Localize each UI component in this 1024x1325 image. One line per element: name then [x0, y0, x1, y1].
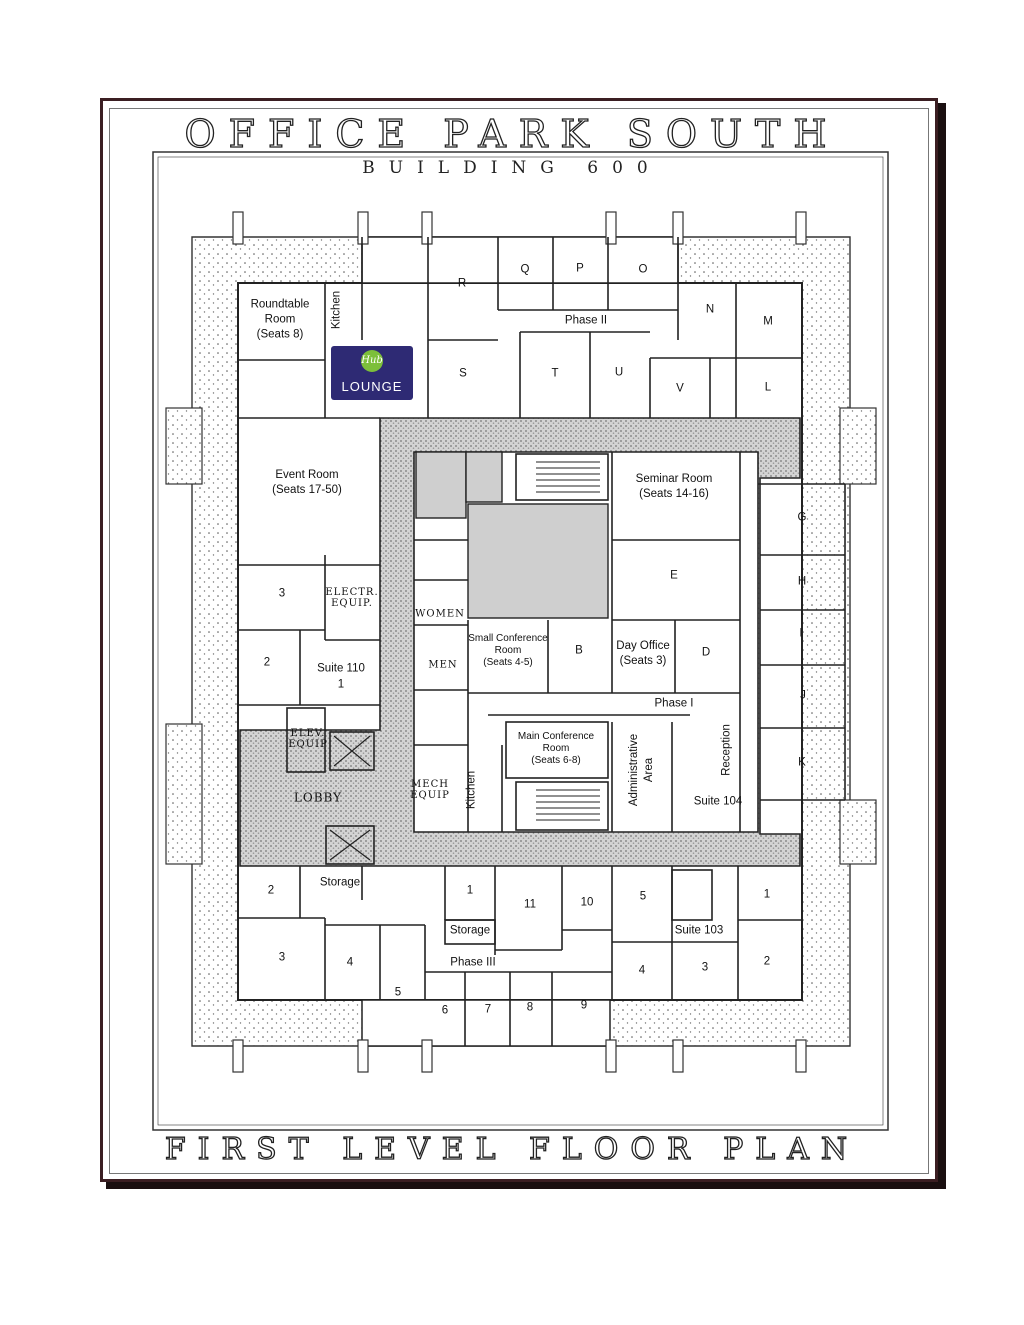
room-main-conference: Main Conference Room (Seats 6-8) [517, 731, 595, 766]
room-3-west: 3 [278, 587, 286, 600]
room-O: O [638, 263, 648, 276]
area-phase-1: Phase I [654, 697, 694, 710]
area-phase-3: Phase III [450, 956, 496, 969]
hub-logo-mark: Hub [361, 350, 383, 372]
room-south-2: 2 [267, 884, 275, 897]
room-south-4b: 4 [638, 964, 646, 977]
room-V: V [676, 382, 684, 395]
room-south-1: 1 [466, 884, 474, 897]
hub-lounge-logo: Hub LOUNGE [331, 346, 413, 400]
room-south-5a: 5 [639, 890, 647, 903]
room-south-3b: 3 [701, 961, 709, 974]
room-roundtable: Roundtable Room (Seats 8) [250, 298, 310, 341]
room-R: R [457, 277, 467, 290]
suite-104: Suite 104 [693, 795, 743, 808]
room-south-8: 8 [526, 1001, 534, 1014]
room-seminar: Seminar Room (Seats 14-16) [635, 473, 713, 500]
room-Q: Q [520, 263, 530, 276]
room-south-9: 9 [580, 999, 588, 1012]
area-reception: Reception [720, 724, 733, 776]
restroom-women: WOMEN [415, 608, 465, 620]
room-small-conference: Small Conference Room (Seats 4-5) [468, 633, 548, 668]
room-event: Event Room (Seats 17-50) [272, 469, 342, 496]
room-K: K [798, 756, 806, 769]
plan-footer-title: FIRST LEVEL FLOOR PLAN [164, 1131, 860, 1167]
room-south-2b: 2 [763, 955, 771, 968]
room-1-west: 1 [337, 678, 345, 691]
lounge-logo-text: LOUNGE [341, 379, 403, 394]
room-E: E [670, 569, 678, 582]
room-D: D [701, 646, 711, 659]
room-mechanical-equipment: MECH EQUIP [410, 779, 450, 801]
room-G: G [797, 511, 807, 524]
suite-103: Suite 103 [674, 924, 724, 937]
room-south-6: 6 [441, 1004, 449, 1017]
plan-subtitle: BUILDING 600 [362, 158, 662, 178]
room-S: S [459, 367, 467, 380]
area-phase-2: Phase II [564, 314, 608, 327]
room-M: M [763, 315, 773, 328]
room-N: N [705, 303, 715, 316]
room-storage-1: Storage [319, 876, 361, 889]
room-H: H [797, 575, 807, 588]
room-south-7: 7 [484, 1003, 492, 1016]
plan-title: OFFICE PARK SOUTH [184, 111, 840, 156]
room-south-3: 3 [278, 951, 286, 964]
room-storage-2: Storage [449, 924, 491, 937]
inner-frame [109, 108, 929, 1174]
room-T: T [551, 367, 559, 380]
room-B: B [575, 644, 583, 657]
room-day-office: Day Office (Seats 3) [616, 640, 670, 667]
room-electrical-equipment: ELECTR. EQUIP. [325, 587, 379, 609]
room-kitchen-top: Kitchen [330, 290, 343, 330]
room-L: L [764, 381, 772, 394]
room-south-11: 11 [524, 898, 536, 911]
area-lobby: LOBBY [293, 790, 343, 805]
room-J: J [800, 689, 806, 702]
room-kitchen-mid: Kitchen [465, 770, 478, 810]
suite-110: Suite 110 [317, 662, 365, 675]
room-south-10: 10 [580, 896, 594, 909]
room-P: P [576, 262, 584, 275]
room-I: I [799, 627, 803, 640]
room-elevator-equipment: ELEV. EQUIP [288, 728, 328, 750]
area-administrative: Administrative Area [628, 733, 655, 807]
room-U: U [614, 366, 624, 379]
restroom-men: MEN [428, 659, 458, 671]
room-2-west: 2 [263, 656, 271, 669]
room-south-5: 5 [394, 986, 402, 999]
room-south-4: 4 [346, 956, 354, 969]
room-south-1b: 1 [763, 888, 771, 901]
